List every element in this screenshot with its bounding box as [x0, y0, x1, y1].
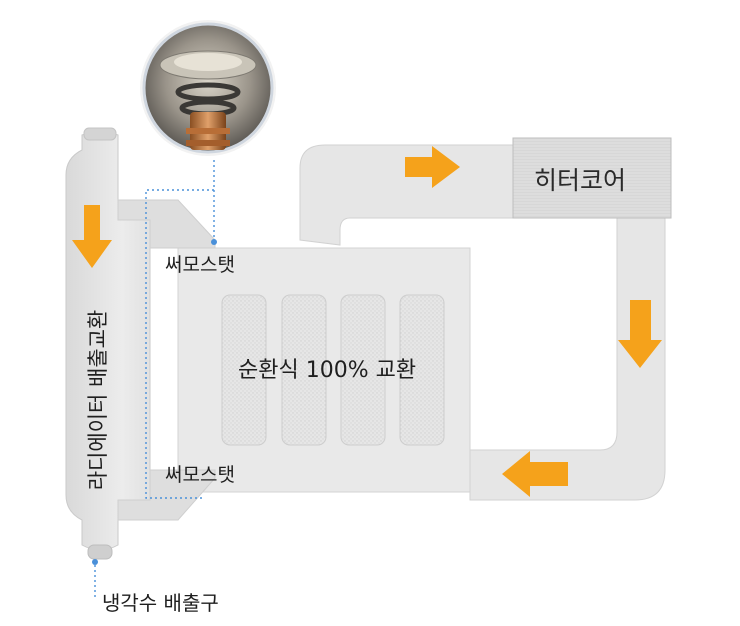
arrow-right-top — [405, 146, 460, 188]
heater-core-label: 히터코어 — [534, 166, 627, 195]
heater-core — [512, 137, 672, 219]
drain-label: 냉각수 배출구 — [102, 591, 219, 615]
cylinder-tiles — [221, 294, 445, 446]
arrow-down-right — [618, 300, 662, 368]
thermostat-top-label: 써모스탯 — [165, 254, 235, 276]
center-label: 순환식 100% 교환 — [238, 358, 417, 383]
circulation-pipe — [299, 144, 666, 501]
dotted-connectors — [94, 160, 215, 598]
dot-marker-top — [211, 239, 217, 245]
thermostat-photo-icon — [140, 20, 276, 156]
arrow-left-bottom — [502, 451, 568, 497]
thermostat-bottom-label: 써모스탯 — [165, 464, 235, 486]
cylinder-4 — [399, 294, 445, 446]
cylinder-2 — [281, 294, 327, 446]
cylinder-3 — [340, 294, 386, 446]
cylinder-1 — [221, 294, 267, 446]
flow-arrow-icon — [72, 146, 662, 497]
radiator-label: 라디에이터 배출교환 — [86, 309, 110, 491]
dot-marker-drain — [92, 559, 98, 565]
arrow-down-radiator — [72, 205, 112, 268]
